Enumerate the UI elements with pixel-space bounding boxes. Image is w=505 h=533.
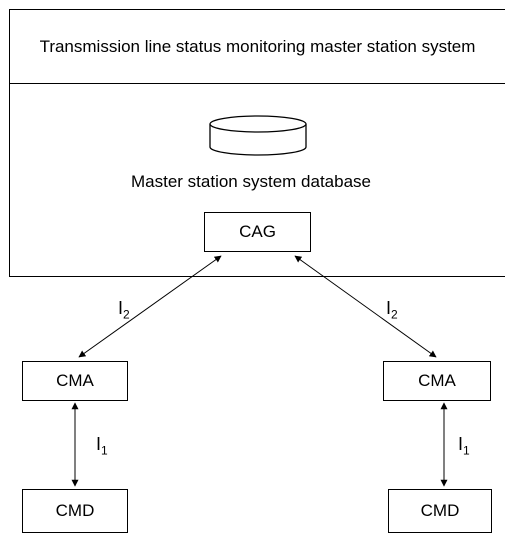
cag-node: CAG xyxy=(204,212,311,252)
left-cma-label: CMA xyxy=(56,371,94,390)
database-label: Master station system database xyxy=(131,172,372,191)
left-lower-interface-label: I1 xyxy=(96,434,108,458)
right-cma-node: CMA xyxy=(383,361,491,401)
left-cmd-node: CMD xyxy=(22,489,128,533)
right-cmd-label: CMD xyxy=(420,501,460,520)
left-cmd-label: CMD xyxy=(55,501,95,520)
left-upper-interface-label: I2 xyxy=(118,298,130,322)
left-cma-node: CMA xyxy=(22,361,128,401)
right-cmd-node: CMD xyxy=(388,489,492,533)
cag-label: CAG xyxy=(239,222,276,241)
right-cma-label: CMA xyxy=(418,371,456,390)
right-lower-interface-label: I1 xyxy=(458,434,470,458)
system-title: Transmission line status monitoring mast… xyxy=(39,36,476,56)
right-upper-interface-label: I2 xyxy=(386,298,398,322)
system-header-box: Transmission line status monitoring mast… xyxy=(9,9,505,84)
